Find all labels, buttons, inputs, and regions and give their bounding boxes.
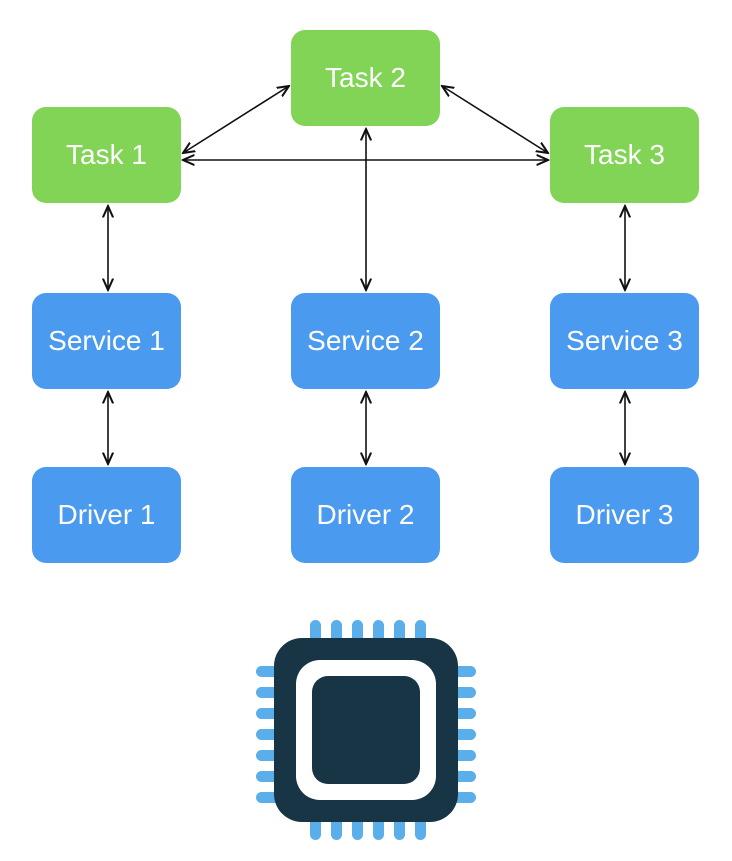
service-2-label: Service 2	[307, 325, 424, 356]
service-2-box: Service 2	[291, 293, 440, 389]
task-2-label: Task 2	[325, 62, 406, 93]
task-3-box: Task 3	[550, 107, 699, 203]
task-1-box: Task 1	[32, 107, 181, 203]
driver-1-box: Driver 1	[32, 467, 181, 563]
driver-2-label: Driver 2	[316, 499, 415, 530]
arrow-task2-task3	[442, 86, 548, 153]
service-1-box: Service 1	[32, 293, 181, 389]
chip-core	[312, 676, 420, 784]
service-1-label: Service 1	[48, 325, 165, 356]
service-3-box: Service 3	[550, 293, 699, 389]
service-3-label: Service 3	[566, 325, 683, 356]
driver-3-box: Driver 3	[550, 467, 699, 563]
task-1-label: Task 1	[66, 139, 147, 170]
driver-2-box: Driver 2	[291, 467, 440, 563]
task-3-label: Task 3	[584, 139, 665, 170]
task-2-box: Task 2	[291, 30, 440, 126]
arrow-task1-task2	[183, 86, 289, 153]
driver-1-label: Driver 1	[57, 499, 156, 530]
driver-3-label: Driver 3	[575, 499, 674, 530]
